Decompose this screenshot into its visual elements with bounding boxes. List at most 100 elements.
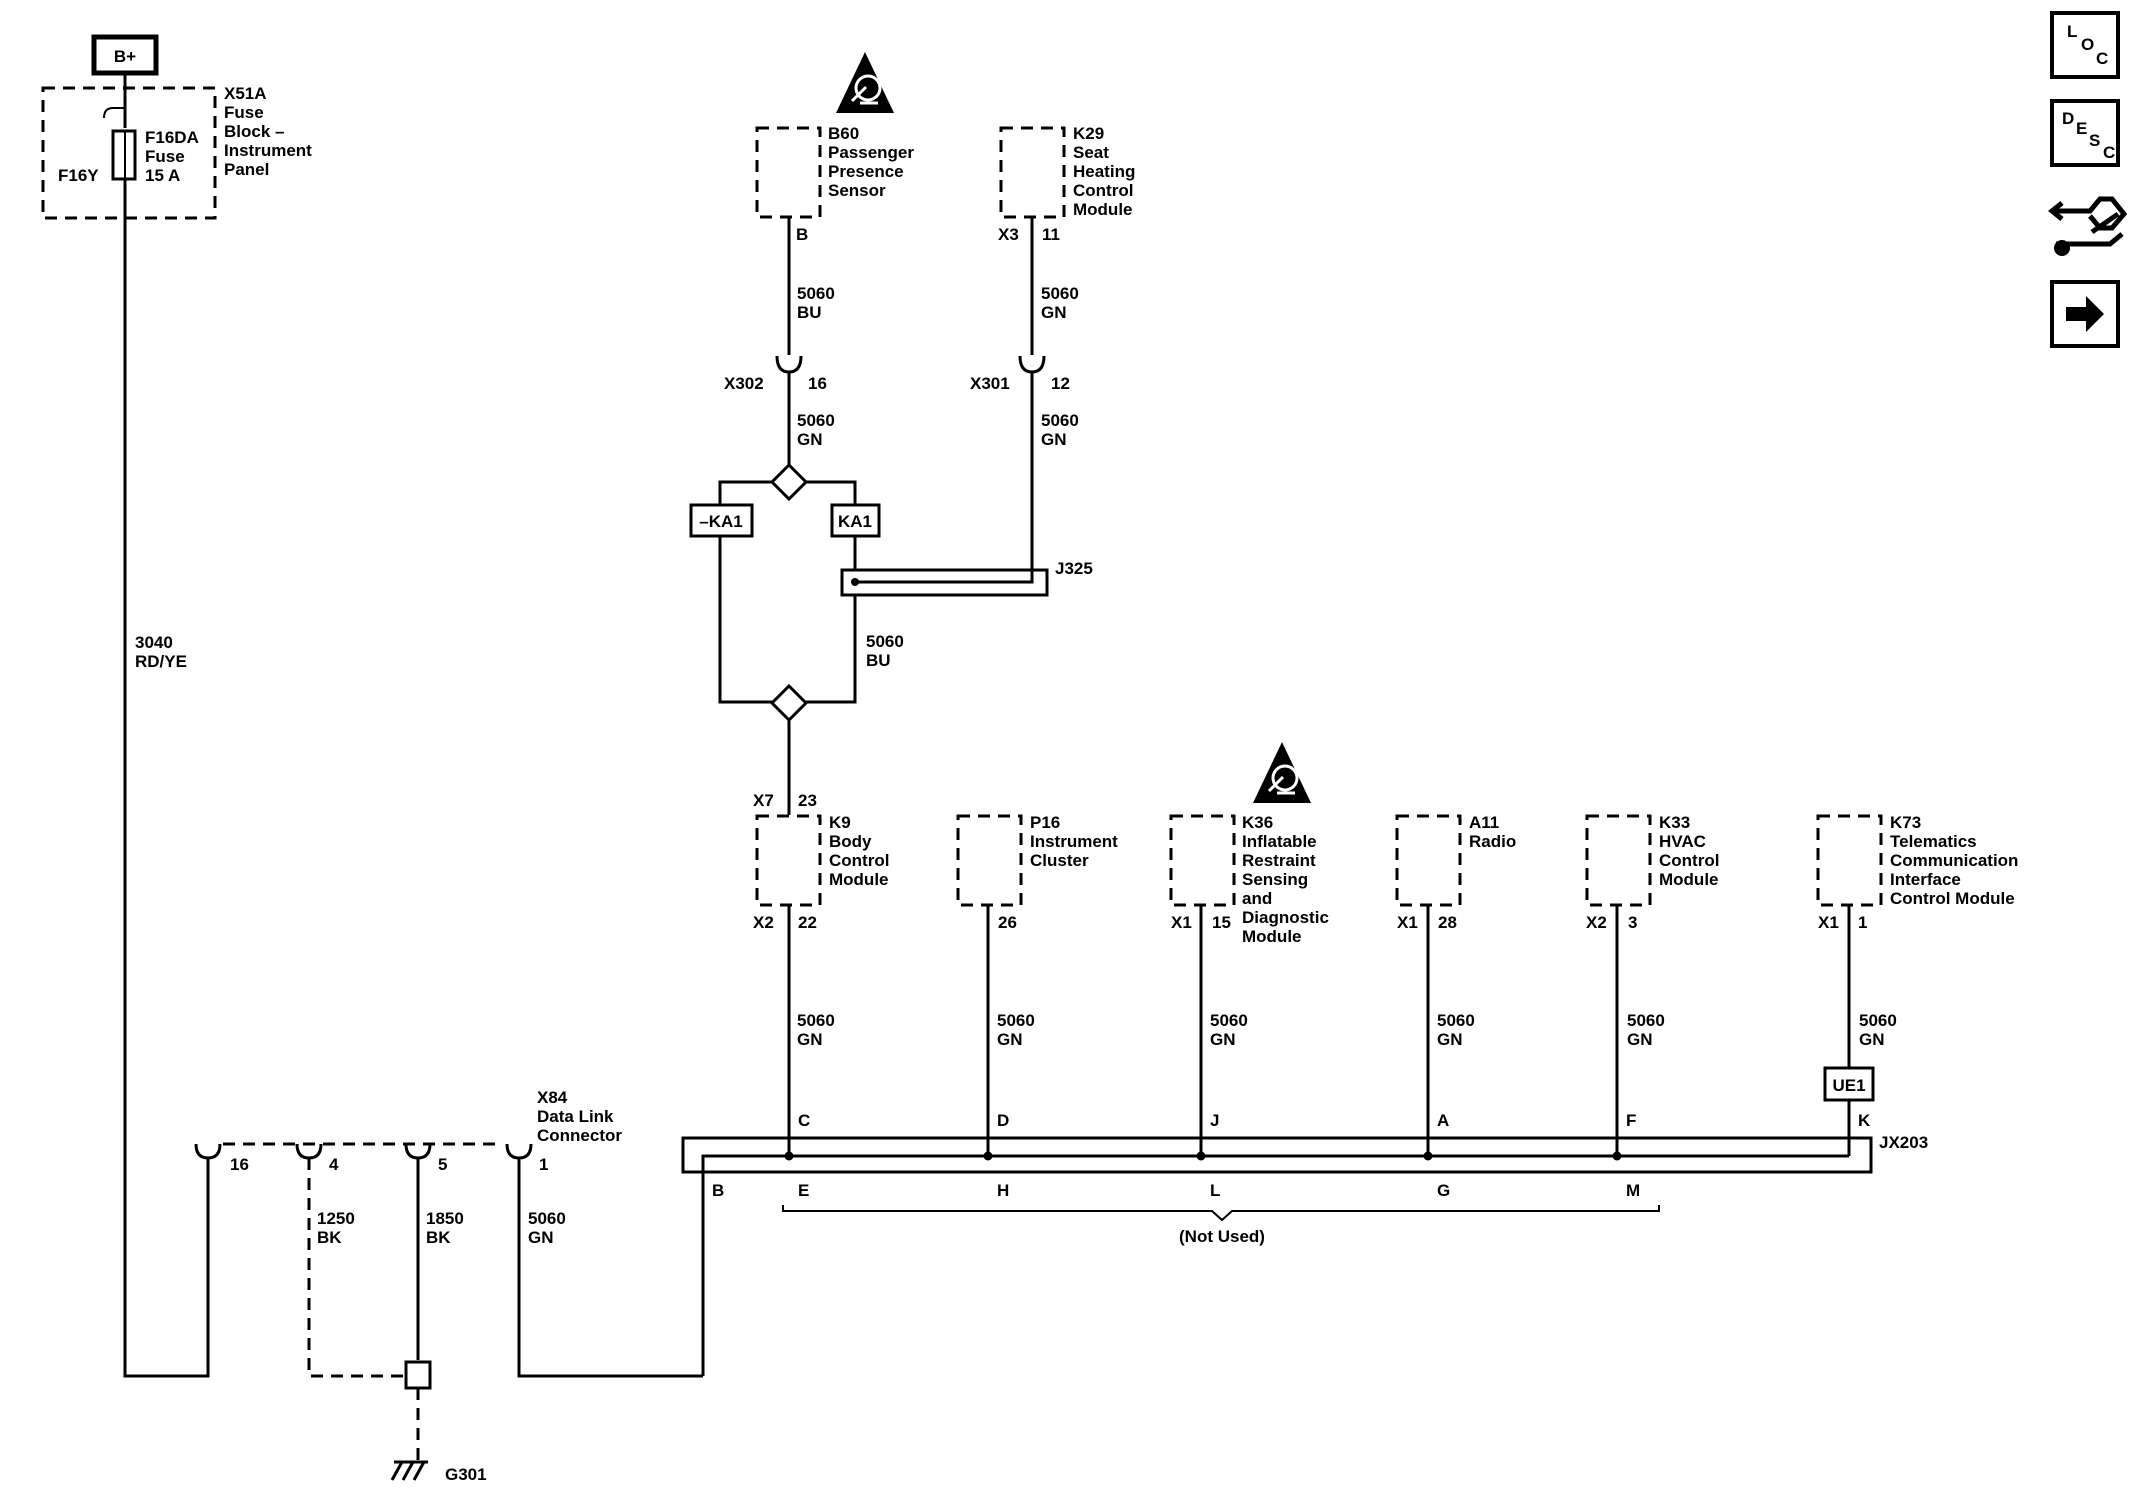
k9-wire-label: 5060 GN: [797, 1011, 835, 1049]
svg-text:5060: 5060: [1437, 1011, 1475, 1030]
fuse-label: F16DA Fuse 15 A: [145, 128, 199, 185]
branch-wire-label: 5060 BU: [866, 632, 904, 670]
airbag-warning-icon-k36: [1253, 742, 1311, 803]
svg-text:5060: 5060: [1041, 411, 1079, 430]
svg-text:Module: Module: [1242, 927, 1302, 946]
wire-3040: [123, 179, 210, 1378]
k73-wire-label: 5060 GN: [1859, 1011, 1897, 1049]
svg-text:5060: 5060: [797, 1011, 835, 1030]
svg-text:Radio: Radio: [1469, 832, 1516, 851]
svg-text:GN: GN: [797, 430, 823, 449]
svg-text:BK: BK: [317, 1228, 342, 1247]
svg-text:5060: 5060: [1041, 284, 1079, 303]
svg-text:GN: GN: [1041, 430, 1067, 449]
k33-wire-label: 5060 GN: [1627, 1011, 1665, 1049]
svg-text:5060: 5060: [866, 632, 904, 651]
svg-text:Telematics: Telematics: [1890, 832, 1977, 851]
svg-text:5060: 5060: [797, 284, 835, 303]
svg-text:L: L: [2067, 22, 2077, 41]
k73-connector: X1: [1818, 913, 1839, 932]
svg-text:3040: 3040: [135, 633, 173, 652]
svg-text:G: G: [1437, 1181, 1450, 1200]
fuse-block-outline: [41, 86, 217, 220]
svg-text:O: O: [2081, 35, 2094, 54]
svg-text:J: J: [1210, 1111, 1219, 1130]
a11-connector: X1: [1397, 913, 1418, 932]
svg-text:GN: GN: [797, 1030, 823, 1049]
wire-1250: [307, 1158, 409, 1378]
x301-connector-icon: [1018, 355, 1046, 374]
svg-text:Module: Module: [829, 870, 889, 889]
k73-module: [1816, 814, 1883, 907]
fuse-block-title: X51A Fuse Block – Instrument Panel: [224, 84, 312, 179]
x301-pin: 12: [1051, 374, 1070, 393]
svg-text:Sensor: Sensor: [828, 181, 886, 200]
svg-text:D: D: [2062, 109, 2074, 128]
svg-text:Connector: Connector: [537, 1126, 622, 1145]
svg-text:Body: Body: [829, 832, 872, 851]
a11-pin: 28: [1438, 913, 1457, 932]
power-label: B+: [114, 47, 136, 66]
svg-text:D: D: [997, 1111, 1009, 1130]
svg-text:16: 16: [230, 1155, 249, 1174]
fuse-pin-label: F16Y: [58, 166, 99, 185]
svg-text:F: F: [1626, 1111, 1636, 1130]
b60-wire-label: 5060 BU: [797, 284, 835, 322]
option-left-label: –KA1: [699, 512, 742, 531]
svg-text:Block –: Block –: [224, 122, 284, 141]
svg-text:H: H: [997, 1181, 1009, 1200]
k29-wire-label: 5060 GN: [1041, 284, 1079, 322]
b60-title: B60 Passenger Presence Sensor: [828, 124, 914, 200]
not-used-label: (Not Used): [1179, 1227, 1265, 1246]
svg-text:Heating: Heating: [1073, 162, 1135, 181]
svg-text:Seat: Seat: [1073, 143, 1109, 162]
a11-wire-label: 5060 GN: [1437, 1011, 1475, 1049]
x301-label: X301: [970, 374, 1010, 393]
svg-text:5060: 5060: [1210, 1011, 1248, 1030]
a11-title: A11 Radio: [1469, 813, 1516, 851]
svg-text:A11: A11: [1469, 813, 1499, 832]
svg-text:5: 5: [438, 1155, 447, 1174]
svg-text:GN: GN: [1041, 303, 1067, 322]
svg-text:Fuse: Fuse: [224, 103, 264, 122]
svg-text:Control: Control: [1073, 181, 1133, 200]
svg-text:4: 4: [329, 1155, 339, 1174]
fuse-block-tap-icon: [103, 107, 125, 119]
x302-wire-label: 5060 GN: [797, 411, 835, 449]
k9-title: K9 Body Control Module: [829, 813, 889, 889]
svg-text:C: C: [2103, 143, 2115, 162]
svg-text:Communication: Communication: [1890, 851, 2018, 870]
svg-text:B60: B60: [828, 124, 859, 143]
k9-bottom-connector: X2: [753, 913, 774, 932]
arrow-right-icon[interactable]: [2050, 280, 2120, 348]
svg-text:K9: K9: [829, 813, 851, 832]
svg-text:BU: BU: [866, 651, 891, 670]
k36-title: K36 Inflatable Restraint Sensing and Dia…: [1242, 813, 1329, 946]
svg-text:X51A: X51A: [224, 84, 267, 103]
svg-text:1850: 1850: [426, 1209, 464, 1228]
svg-text:P16: P16: [1030, 813, 1060, 832]
ground-icon: [390, 1460, 428, 1481]
k9-top-pin: 23: [798, 791, 817, 810]
jx203-top-pins: C D J A F K: [798, 1111, 1871, 1130]
svg-text:Control: Control: [1659, 851, 1719, 870]
svg-text:15 A: 15 A: [145, 166, 180, 185]
b60-pin: B: [796, 225, 808, 244]
jx203-label: JX203: [1879, 1133, 1928, 1152]
svg-text:GN: GN: [1210, 1030, 1236, 1049]
j325-label: J325: [1055, 559, 1093, 578]
svg-text:Module: Module: [1073, 200, 1133, 219]
loc-button[interactable]: L O C: [2050, 11, 2120, 79]
svg-text:Fuse: Fuse: [145, 147, 185, 166]
svg-text:5060: 5060: [797, 411, 835, 430]
svg-text:Control: Control: [829, 851, 889, 870]
k29-module: [999, 126, 1066, 219]
connector-tool-icon[interactable]: [2047, 196, 2128, 256]
p16-title: P16 Instrument Cluster: [1030, 813, 1118, 870]
svg-text:K33: K33: [1659, 813, 1690, 832]
svg-text:5060: 5060: [997, 1011, 1035, 1030]
svg-text:BU: BU: [797, 303, 822, 322]
k73-option-label: UE1: [1832, 1076, 1865, 1095]
desc-button[interactable]: D E S C: [2050, 99, 2120, 167]
not-used-bracket: [782, 1205, 1660, 1222]
